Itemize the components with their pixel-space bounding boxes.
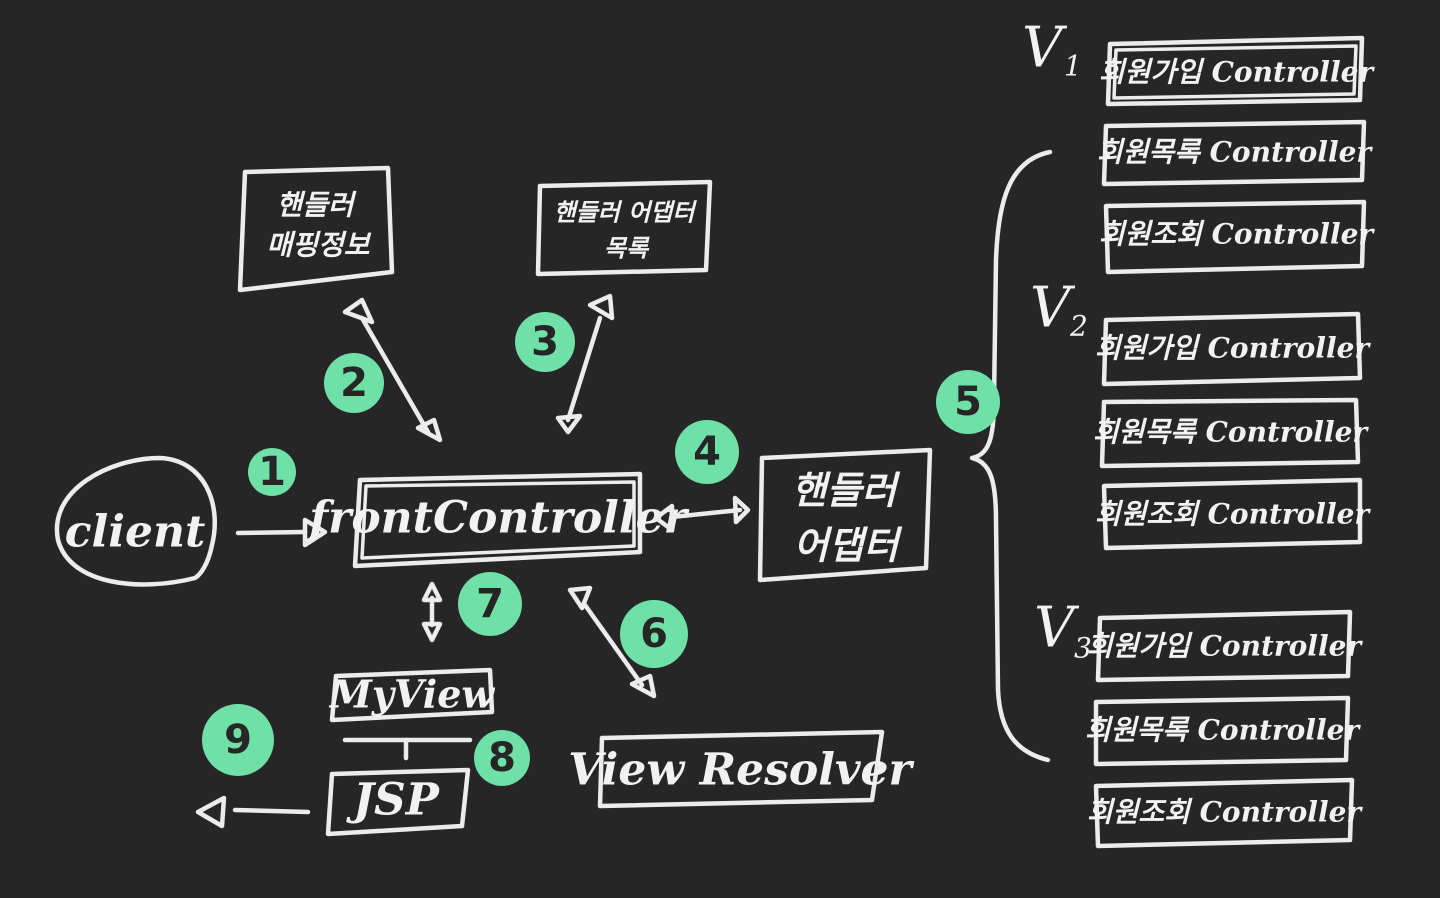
v3-label: V (1034, 596, 1080, 661)
step-badge-4: 4 (675, 420, 739, 484)
jsp-label: JSP (346, 775, 441, 826)
svg-text:5: 5 (954, 379, 982, 425)
version-v1: V 1 회원가입 Controller 회원목록 Controller 회원조회… (1022, 16, 1376, 275)
arrow-client-to-front (235, 517, 328, 548)
arrow-front-handler-adapter (653, 495, 751, 533)
handler-adapter-list-node: 핸들러 어댑터 목록 (535, 179, 713, 277)
step-badge-1: 1 (248, 448, 296, 496)
version-v2: V 2 회원가입 Controller 회원목록 Controller 회원조회… (1030, 276, 1372, 551)
svg-text:9: 9 (224, 717, 252, 763)
v1-controller-2: 회원목록 Controller (1097, 136, 1374, 169)
svg-text:8: 8 (488, 735, 516, 781)
v2-sub: 2 (1069, 310, 1088, 343)
version-v3: V 3 회원가입 Controller 회원목록 Controller 회원조회… (1034, 596, 1364, 849)
jsp-node: JSP (325, 767, 471, 837)
v2-label: V (1030, 276, 1076, 341)
version-brace (969, 149, 1053, 763)
svg-text:2: 2 (340, 360, 368, 406)
v3-sub: 3 (1074, 632, 1092, 665)
v1-controller-3: 회원조회 Controller (1099, 218, 1376, 251)
v2-controller-3: 회원조회 Controller (1095, 498, 1372, 531)
myview-node: MyView (328, 667, 496, 723)
step-badge-9: 9 (202, 704, 274, 776)
step-badge-6: 6 (620, 600, 688, 668)
handler-mapping-label-line2: 매핑정보 (266, 229, 371, 262)
arrow-front-myview (421, 581, 443, 643)
handler-adapter-label-line2: 어댑터 (794, 523, 903, 568)
handler-mapping-node: 핸들러 매핑정보 (237, 165, 395, 293)
v1-label: V (1022, 16, 1068, 81)
step-badge-2: 2 (324, 353, 384, 413)
v2-controller-2: 회원목록 Controller (1093, 416, 1370, 449)
arrow-front-view-resolver (567, 585, 657, 699)
client-label: client (65, 507, 206, 558)
step-badge-3: 3 (515, 312, 575, 372)
v1-sub: 1 (1064, 50, 1082, 83)
v3-controller-1: 회원가입 Controller (1087, 630, 1364, 663)
front-controller-node: frontController (306, 471, 690, 569)
svg-text:3: 3 (531, 319, 559, 365)
svg-text:7: 7 (476, 581, 504, 627)
v3-controller-2: 회원목록 Controller (1085, 714, 1362, 747)
handler-adapter-label-line1: 핸들러 (792, 468, 901, 513)
arrow-front-adapter-list (555, 293, 615, 435)
myview-label: MyView (328, 672, 496, 717)
v1-controller-1: 회원가입 Controller (1099, 56, 1376, 89)
view-resolver-node: View Resolver (568, 729, 915, 809)
step-badge-8: 8 (474, 730, 530, 786)
handler-adapter-node: 핸들러 어댑터 (757, 447, 933, 583)
arrow-front-handler-mapping (342, 297, 443, 443)
client-node: client (54, 455, 217, 587)
view-resolver-label: View Resolver (568, 745, 914, 796)
svg-text:6: 6 (640, 611, 668, 657)
handler-mapping-label-line1: 핸들러 (276, 189, 357, 222)
step-badge-7: 7 (458, 572, 522, 636)
svg-text:4: 4 (693, 429, 721, 475)
adapter-list-label-line2: 목록 (604, 234, 650, 263)
adapter-list-label-line1: 핸들러 어댑터 (554, 198, 698, 227)
v3-controller-3: 회원조회 Controller (1087, 796, 1364, 829)
svg-text:1: 1 (258, 449, 286, 495)
arrow-jsp-to-client (195, 795, 311, 829)
v2-controller-1: 회원가입 Controller (1095, 332, 1372, 365)
step-badge-5: 5 (936, 370, 1000, 434)
front-controller-label: frontController (306, 493, 689, 544)
